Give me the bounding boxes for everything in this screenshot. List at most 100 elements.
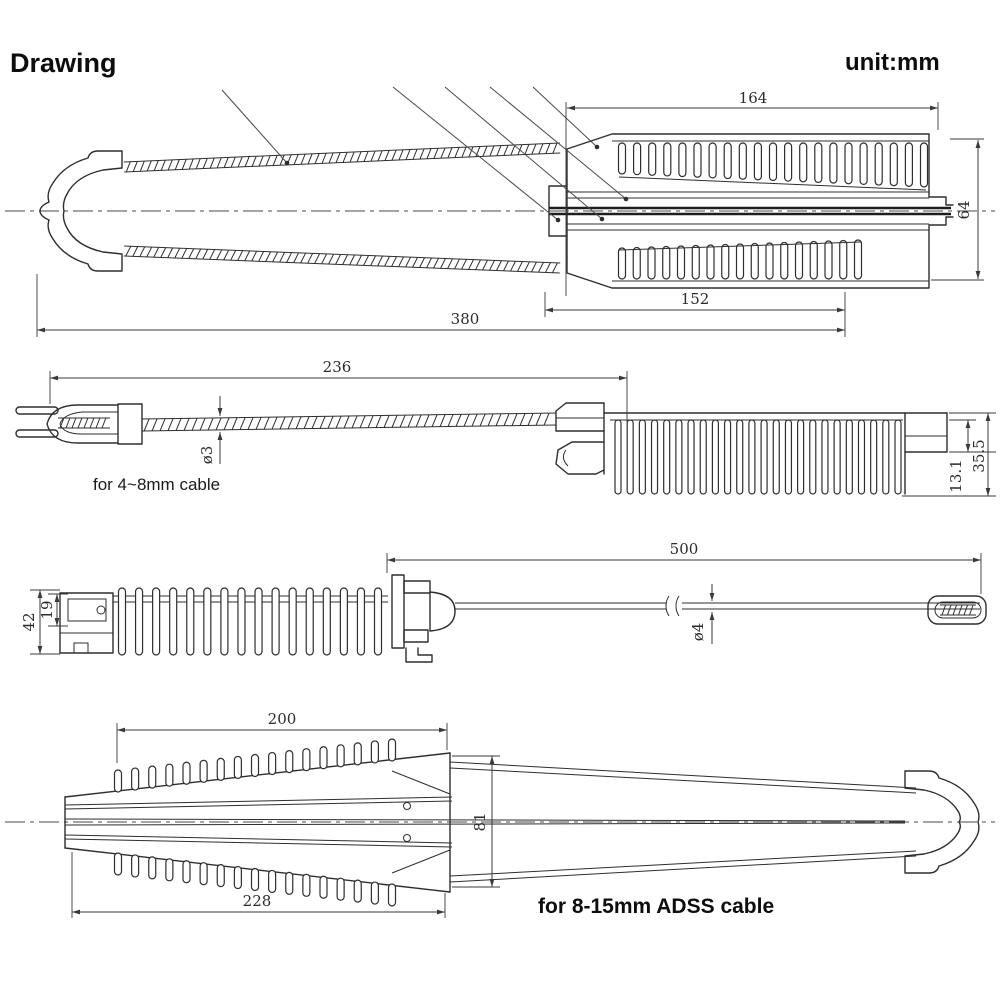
fin bbox=[373, 587, 383, 656]
rope-stroke bbox=[503, 260, 509, 272]
rope-stroke bbox=[142, 424, 557, 432]
fin bbox=[336, 744, 345, 768]
rope-stroke bbox=[482, 145, 488, 157]
fin bbox=[182, 860, 191, 884]
rope-stroke bbox=[384, 150, 390, 161]
rope-stroke bbox=[489, 145, 495, 157]
fin bbox=[675, 419, 683, 495]
fin bbox=[353, 742, 362, 766]
rope-stroke bbox=[335, 415, 342, 429]
fin bbox=[648, 142, 657, 176]
dim-label: ø3 bbox=[198, 446, 216, 465]
rope-stroke bbox=[433, 148, 439, 159]
rope-stroke bbox=[258, 155, 264, 167]
fin bbox=[708, 142, 717, 179]
header: Drawing unit:mm bbox=[10, 48, 940, 78]
dim-arrow bbox=[930, 105, 938, 111]
fin bbox=[809, 240, 818, 280]
rope-stroke bbox=[383, 415, 390, 428]
fin bbox=[203, 587, 212, 656]
fin bbox=[632, 246, 641, 280]
rope-stroke bbox=[132, 161, 138, 172]
rope-stroke bbox=[223, 157, 229, 168]
rope-stroke bbox=[431, 414, 438, 427]
dim-label: 200 bbox=[268, 710, 297, 728]
rope-stroke bbox=[407, 414, 414, 428]
rope-stroke bbox=[314, 253, 321, 264]
rope-stroke bbox=[426, 148, 432, 159]
rope-stroke bbox=[209, 249, 216, 260]
rope-stroke bbox=[535, 413, 542, 426]
left-bracket bbox=[59, 592, 114, 654]
fin bbox=[370, 881, 379, 905]
fin bbox=[285, 871, 294, 895]
rope-stroke bbox=[963, 604, 969, 616]
rope-stroke bbox=[543, 412, 550, 426]
rope-stroke bbox=[461, 146, 467, 158]
fin bbox=[874, 142, 883, 186]
fin bbox=[765, 242, 774, 280]
rope-stroke bbox=[447, 147, 453, 159]
rope-stroke bbox=[958, 604, 963, 616]
rope-stroke bbox=[123, 255, 560, 274]
rope-stroke bbox=[159, 418, 166, 431]
rope-stroke bbox=[174, 159, 180, 170]
rope-stroke bbox=[328, 152, 334, 164]
rope-stroke bbox=[143, 418, 150, 432]
fin bbox=[148, 856, 157, 880]
fin-comb-top bbox=[113, 738, 397, 793]
rope-stroke bbox=[300, 252, 307, 264]
rope-stroke bbox=[123, 142, 560, 163]
rope-stroke bbox=[183, 418, 190, 431]
rope-stroke bbox=[479, 413, 486, 427]
collar bbox=[548, 185, 568, 237]
rope-stroke bbox=[510, 261, 516, 272]
rope-stroke bbox=[181, 248, 188, 259]
rope-stroke bbox=[363, 151, 369, 162]
rope-stroke bbox=[327, 416, 334, 429]
rope-stroke bbox=[258, 251, 265, 262]
dim-label: 81 bbox=[471, 812, 489, 831]
dim-arrow bbox=[37, 327, 45, 333]
fin bbox=[894, 419, 902, 495]
rope-stroke bbox=[545, 143, 551, 154]
fin bbox=[748, 419, 756, 495]
fin bbox=[113, 769, 123, 793]
dim-arrow bbox=[837, 307, 845, 313]
fin bbox=[814, 142, 823, 184]
rope-stroke bbox=[463, 414, 470, 427]
fin bbox=[131, 854, 140, 878]
rope-stroke bbox=[321, 152, 327, 164]
fin bbox=[216, 864, 225, 888]
fin bbox=[736, 419, 744, 495]
fin bbox=[148, 765, 157, 789]
dim-arrow bbox=[975, 140, 981, 148]
fin bbox=[131, 767, 140, 791]
rope-stroke bbox=[65, 417, 71, 429]
fin bbox=[614, 419, 622, 495]
fin bbox=[691, 244, 700, 280]
rope-stroke bbox=[363, 255, 370, 266]
break-mark bbox=[675, 595, 680, 617]
clamp-body bbox=[64, 738, 906, 907]
rope-stroke bbox=[531, 143, 537, 155]
fin-comb bbox=[614, 419, 902, 495]
dim-view3-rod-dia: ø4 bbox=[689, 584, 715, 644]
fin bbox=[706, 244, 715, 280]
rope-stroke bbox=[251, 250, 258, 262]
rope-stroke bbox=[191, 418, 198, 431]
rope-stroke bbox=[356, 255, 363, 266]
rope-stroke bbox=[151, 418, 158, 432]
rope-stroke bbox=[223, 249, 230, 261]
rope-stroke bbox=[349, 254, 356, 266]
fin bbox=[617, 247, 627, 280]
dim-label: 236 bbox=[323, 358, 352, 376]
fin bbox=[233, 755, 242, 780]
hole bbox=[403, 834, 411, 842]
dim-view2-tab-height: 13.1 bbox=[947, 419, 996, 493]
fin bbox=[870, 419, 878, 495]
rope-stroke bbox=[503, 413, 510, 426]
rope-stroke bbox=[153, 247, 160, 258]
fin bbox=[370, 740, 379, 764]
